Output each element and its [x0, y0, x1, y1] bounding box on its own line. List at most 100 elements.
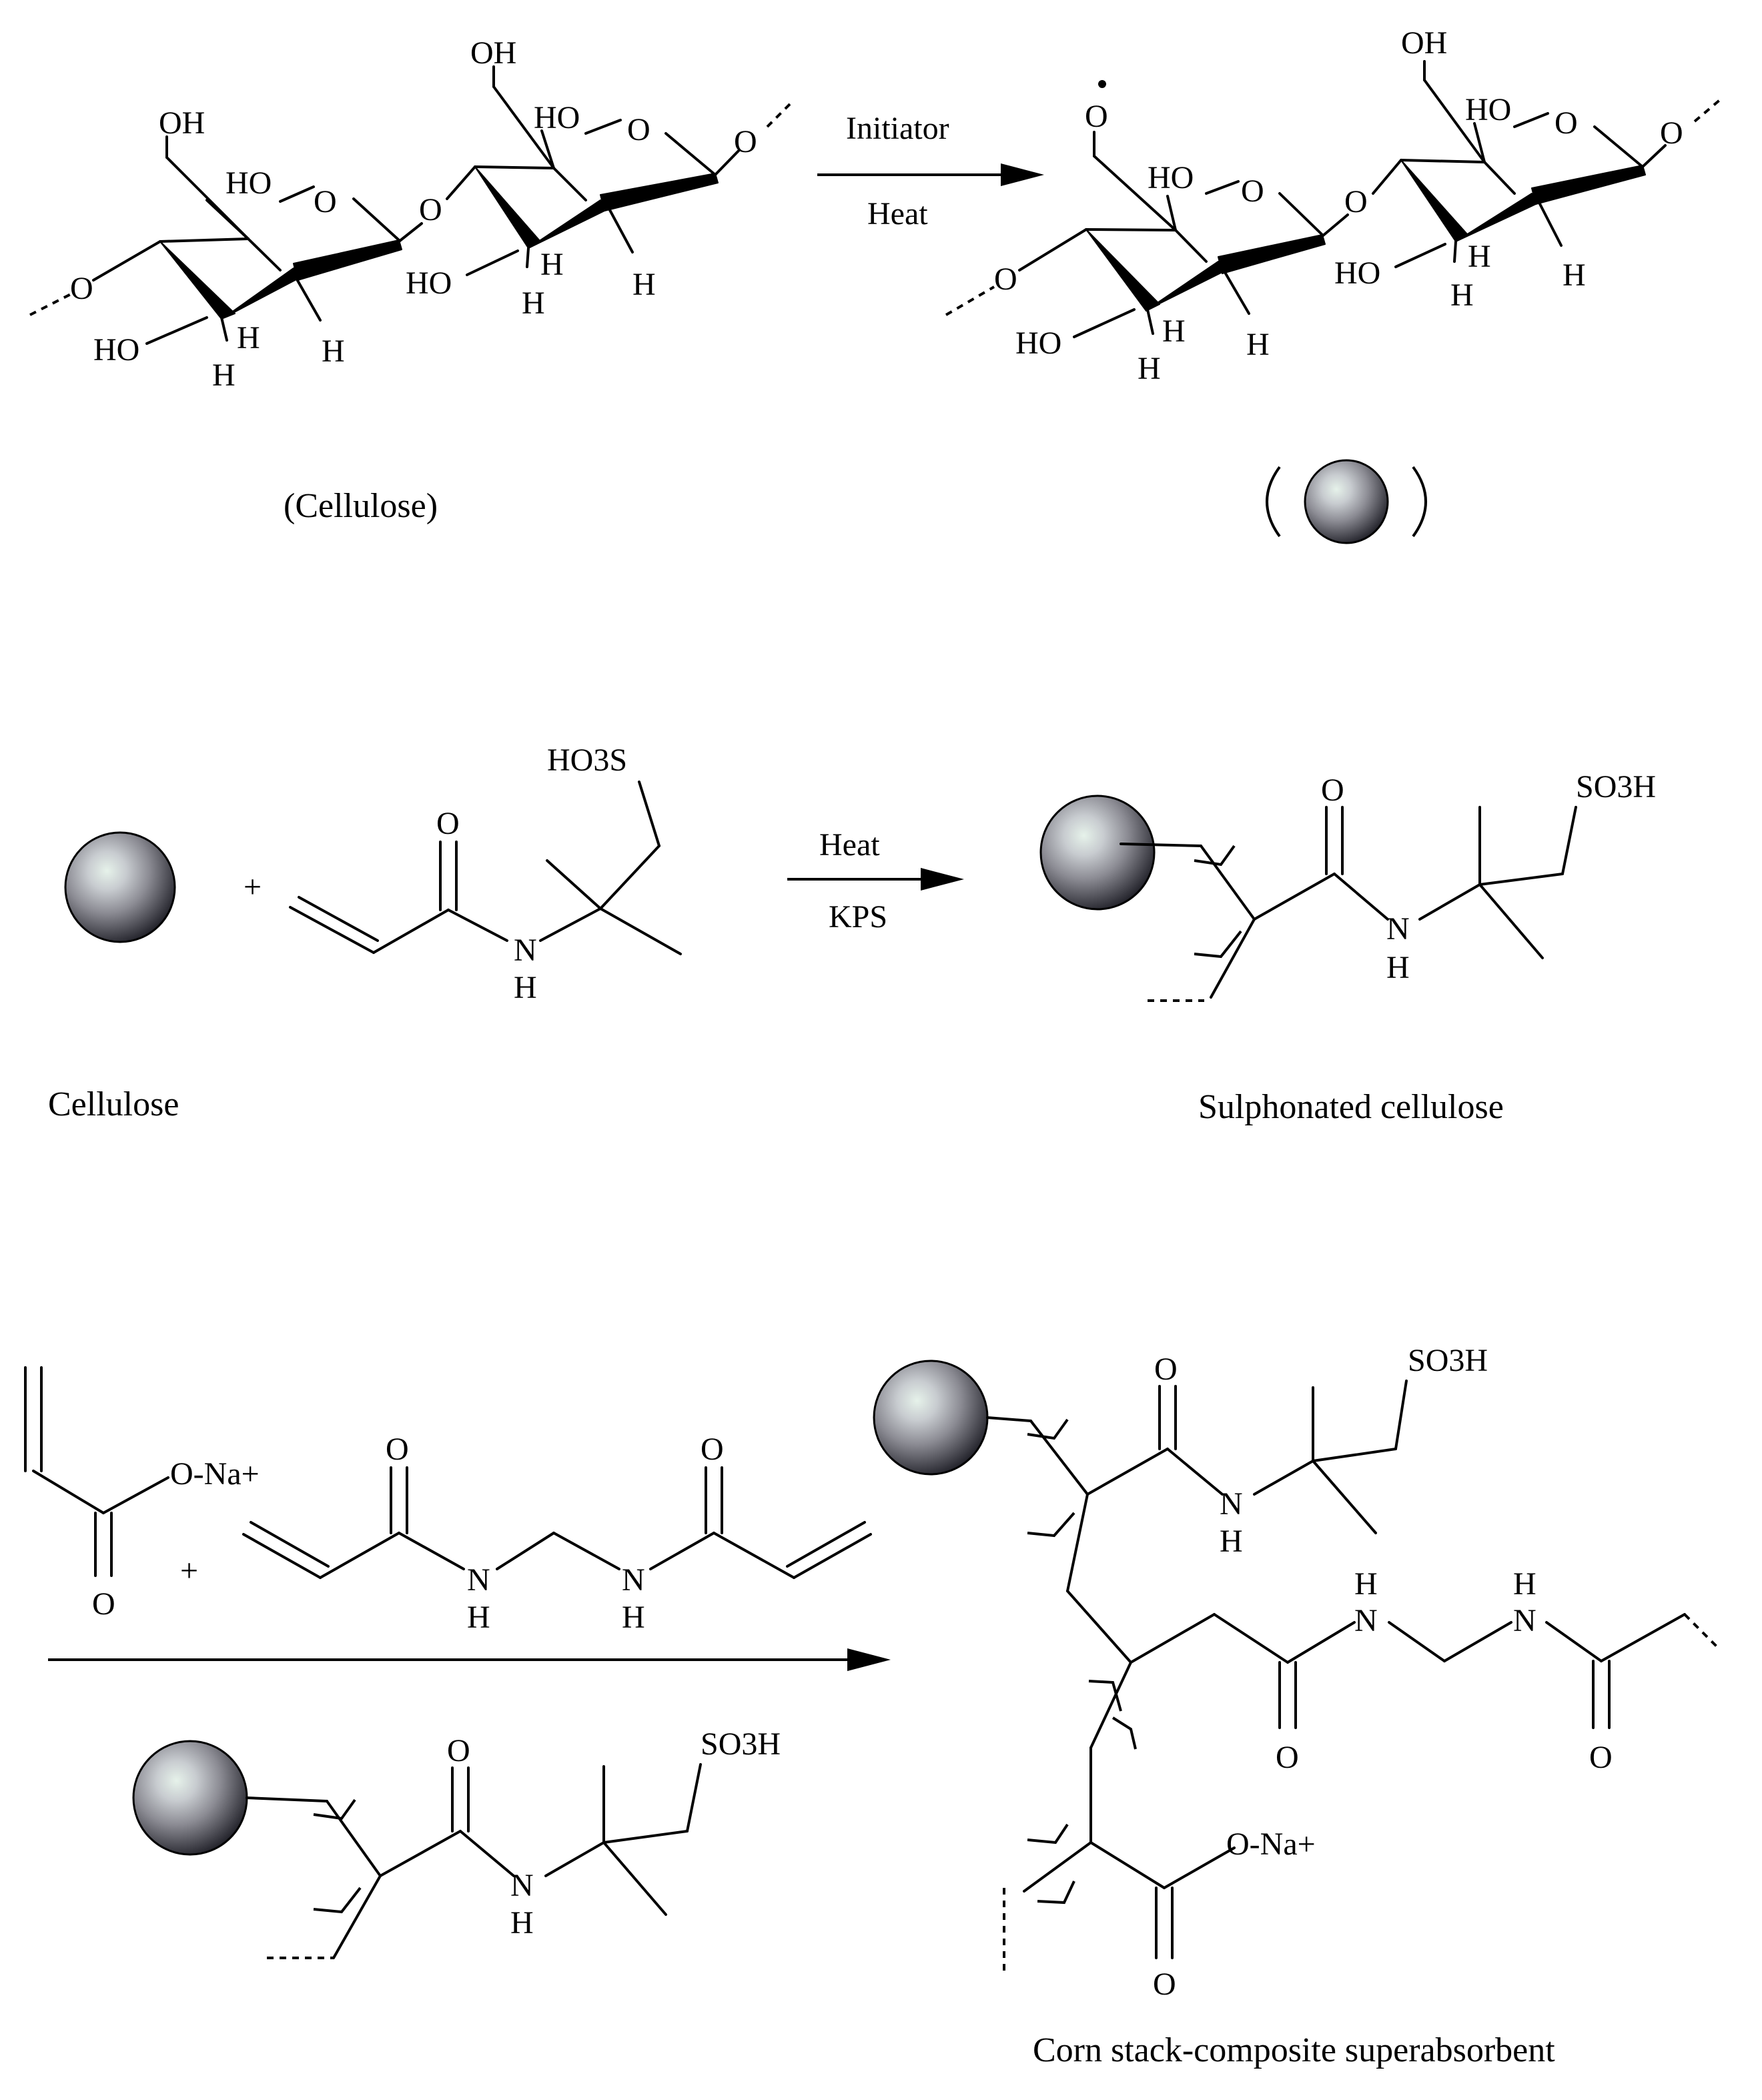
atom-label: N [1513, 1603, 1536, 1638]
atom-label: O [734, 124, 757, 159]
atom-label: O [1589, 1740, 1613, 1775]
atom-label: N [622, 1562, 645, 1598]
atom-label: O [1153, 1967, 1176, 2002]
atom-label: HO [1465, 92, 1511, 127]
reaction-arrow-1: Initiator Heat [817, 111, 1044, 231]
wedge-bond [474, 166, 541, 249]
cellulose-sphere-symbol [1266, 459, 1427, 544]
plus-sign: + [244, 869, 262, 905]
atom-label: N [1354, 1603, 1378, 1638]
atom-label: H [522, 286, 545, 321]
atom-label: N [1386, 911, 1410, 947]
atom-label: H [1450, 278, 1474, 313]
atom-label: N [1220, 1486, 1243, 1522]
atom-label: H [510, 1905, 534, 1941]
arrow1-top-label: Initiator [846, 111, 949, 146]
atom-label: H [237, 320, 260, 356]
paren-left [1266, 466, 1281, 538]
wedge-bond [1085, 229, 1160, 312]
repeat-bracket [1027, 1512, 1075, 1538]
atom-label: HO [226, 165, 272, 201]
sulphonated-cellulose-caption: Sulphonated cellulose [1198, 1088, 1504, 1126]
atom-label: H [632, 267, 656, 302]
atom-label: H [1138, 351, 1161, 386]
cellulose-radical: O O HO O HO H H H O [945, 25, 1723, 386]
product-carboxylate-label: O-Na+ [1226, 1826, 1316, 1862]
reactant-sulfonic-group: SO3H [701, 1726, 781, 1762]
atom-label: OH [159, 105, 205, 141]
atom-label: H [322, 334, 345, 369]
amps-sulfonic-group: HO3S [547, 742, 627, 778]
repeat-bracket [1037, 1881, 1075, 1905]
reaction-arrow-2: Heat KPS [787, 827, 964, 935]
atom-label: H [1354, 1566, 1378, 1602]
arrow2-top-label: Heat [819, 827, 880, 863]
atom-label: H [1468, 239, 1491, 274]
atom-label: O [994, 261, 1017, 297]
sodium-acrylate-label: O-Na+ [170, 1456, 260, 1492]
repeat-bracket [313, 1798, 356, 1820]
repeat-bracket [1027, 1823, 1069, 1845]
atom-label: N [514, 933, 537, 968]
atom-label: O [1555, 105, 1578, 141]
atom-label: HO [1334, 255, 1380, 291]
atom-label: HO [534, 100, 580, 135]
atom-label: O [92, 1586, 115, 1622]
row2-reactants: + O N H HO3S [64, 742, 682, 1005]
atom-label: O [1241, 173, 1264, 209]
atom-label: N [467, 1562, 490, 1598]
atom-label: H [540, 247, 564, 282]
atom-label: O [627, 112, 650, 147]
atom-label: H [467, 1600, 490, 1635]
plus-sign: + [180, 1553, 198, 1588]
sulphonated-cellulose: O N H SO3H [1039, 769, 1656, 1002]
cellulose-caption-row1: (Cellulose) [284, 487, 438, 525]
atom-label: HO [1015, 326, 1061, 361]
cellulose-dimer-left: O OH HO O HO H H H O [29, 35, 795, 525]
superabsorbent-caption: Corn stack-composite superabsorbent [1033, 2031, 1555, 2069]
atom-label: H [1513, 1566, 1536, 1602]
radical-dot [1098, 80, 1106, 88]
atom-label: H [622, 1600, 645, 1635]
repeat-bracket [313, 1887, 362, 1914]
atom-label: OH [1401, 25, 1447, 61]
atom-label: O [70, 271, 93, 306]
product-sulfonic-group: SO3H [1576, 769, 1656, 805]
wedge-bond [1218, 234, 1326, 274]
atom-label: O [1660, 115, 1683, 151]
atom-label: O [1276, 1740, 1299, 1775]
atom-label: H [1220, 1524, 1243, 1559]
sulphonated-cellulose-reactant: O N H SO3H [132, 1726, 781, 1959]
atom-label: O [436, 806, 460, 841]
product-sulfonic-group-top: SO3H [1408, 1343, 1488, 1378]
reaction-arrow-3 [48, 1648, 891, 1671]
cellulose-sphere [1304, 459, 1389, 544]
wedge-bond [159, 241, 236, 320]
atom-label: H [1563, 257, 1586, 293]
wedge-bond [1147, 261, 1223, 310]
atom-label: O [1344, 184, 1368, 219]
atom-label: H [1246, 327, 1270, 362]
wedge-bond [600, 173, 719, 211]
atom-label: O [1321, 772, 1344, 808]
repeat-bracket [1194, 930, 1242, 959]
atom-label: HO [1148, 160, 1194, 195]
atom-label: H [514, 970, 537, 1005]
radical-oxygen: O [1085, 99, 1108, 134]
atom-label: H [1162, 314, 1186, 349]
paren-right [1412, 466, 1427, 538]
atom-label: HO [93, 332, 139, 368]
atom-label: H [212, 358, 236, 393]
atom-label: O [447, 1733, 470, 1768]
repeat-bracket [1112, 1716, 1137, 1750]
atom-label: O [1154, 1352, 1178, 1387]
wedge-bond [224, 268, 298, 318]
arrow1-bottom-label: Heat [867, 196, 928, 231]
cellulose-sphere [873, 1360, 989, 1476]
atom-label: O [419, 192, 442, 227]
atom-label: N [510, 1868, 534, 1903]
row3-reactants: O O-Na+ + O N H N H O [24, 1366, 872, 1635]
cellulose-caption-row2: Cellulose [48, 1085, 179, 1123]
repeat-bracket [1194, 845, 1236, 867]
